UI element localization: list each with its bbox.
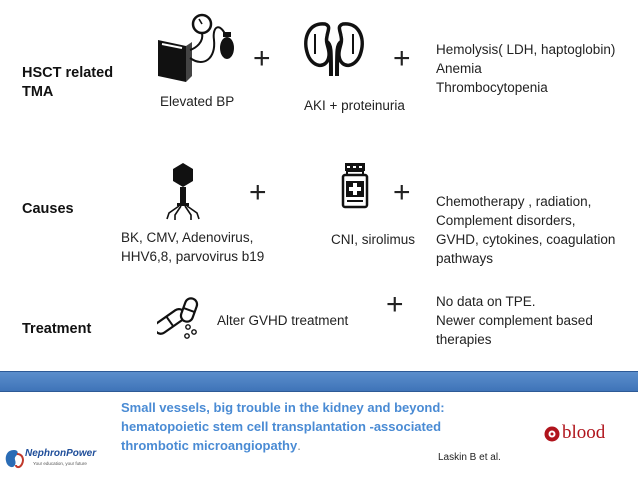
- reference-title-line-3: thrombotic microangiopathy.: [121, 436, 501, 455]
- treatment-line-3: therapies: [436, 332, 492, 347]
- nephronpower-logo-icon: [5, 450, 24, 469]
- reference-title-line-1: Small vessels, big trouble in the kidney…: [121, 400, 445, 415]
- plus-sign-5: +: [386, 288, 404, 321]
- causes-line-3: GVHD, cytokines, coagulation: [436, 232, 616, 247]
- viruses-line-1: BK, CMV, Adenovirus,: [121, 230, 254, 245]
- row-label-hsct-line1: HSCT related: [22, 65, 114, 81]
- divider-band: [0, 371, 638, 392]
- row-label-treatment: Treatment: [22, 321, 92, 337]
- treatment-line-1: No data on TPE.: [436, 294, 536, 309]
- citation: Laskin B et al.: [438, 452, 501, 463]
- blood-drop-icon: [544, 426, 560, 442]
- causes-line-4: pathways: [436, 251, 494, 266]
- nephronpower-logo: NephronPower Your education, your future: [3, 446, 99, 472]
- kidneys-icon: [303, 20, 365, 76]
- thrombocytopenia-line: Thrombocytopenia: [436, 80, 548, 95]
- treatment-line-2: Newer complement based: [436, 313, 593, 328]
- reference-title-period: .: [297, 438, 301, 453]
- treatment-list: No data on TPE. Newer complement based t…: [436, 292, 593, 349]
- plus-sign-3: +: [249, 176, 267, 209]
- blood-pressure-cuff-icon: [152, 12, 242, 84]
- plus-sign-4: +: [393, 176, 411, 209]
- medicine-bottle-icon: [341, 163, 369, 209]
- row-label-hsct-line2: TMA: [22, 84, 54, 100]
- aki-proteinuria-label: AKI + proteinuria: [304, 98, 405, 113]
- blood-journal-logo: blood: [544, 422, 628, 445]
- row-label-hsct: HSCT related TMA: [22, 64, 113, 102]
- causes-line-1: Chemotherapy , radiation,: [436, 194, 592, 209]
- plus-sign-2: +: [393, 42, 411, 75]
- anemia-line: Anemia: [436, 61, 482, 76]
- viruses-line-2: HHV6,8, parvovirus b19: [121, 249, 265, 264]
- elevated-bp-label: Elevated BP: [160, 94, 235, 109]
- reference-title-line-3-text: thrombotic microangiopathy: [121, 438, 298, 453]
- nephronpower-tagline: Your education, your future: [33, 461, 87, 466]
- alter-gvhd-label: Alter GVHD treatment: [217, 313, 349, 328]
- pills-icon: [157, 296, 203, 340]
- cni-sirolimus-label: CNI, sirolimus: [331, 232, 416, 247]
- viruses-list: BK, CMV, Adenovirus, HHV6,8, parvovirus …: [121, 228, 264, 266]
- row-label-causes: Causes: [22, 201, 74, 217]
- bacteriophage-icon: [165, 163, 201, 221]
- reference-title: Small vessels, big trouble in the kidney…: [121, 398, 501, 455]
- reference-title-line-2: hematopoietic stem cell transplantation …: [121, 419, 442, 434]
- causes-line-2: Complement disorders,: [436, 213, 576, 228]
- blood-logo-text: blood: [562, 422, 606, 443]
- hemolysis-list: Hemolysis( LDH, haptoglobin) Anemia Thro…: [436, 40, 615, 97]
- nephronpower-logo-text: NephronPower: [25, 448, 97, 459]
- plus-sign-1: +: [253, 42, 271, 75]
- causes-list: Chemotherapy , radiation, Complement dis…: [436, 192, 615, 268]
- hemolysis-line: Hemolysis( LDH, haptoglobin): [436, 42, 616, 57]
